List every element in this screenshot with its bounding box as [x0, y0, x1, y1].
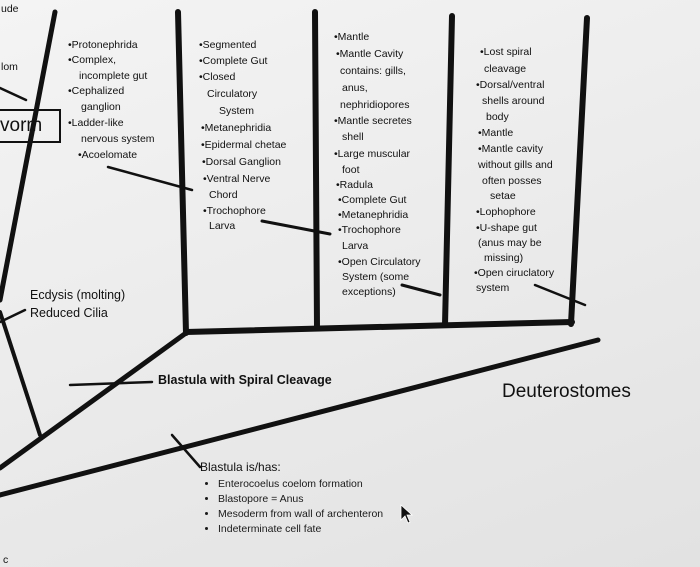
trait: Larva — [342, 240, 369, 252]
trait: System (some — [342, 271, 410, 283]
trait: •Ventral Nerve — [203, 173, 271, 185]
reduced-cilia-label: Reduced Cilia — [30, 306, 108, 320]
trait: ganglion — [81, 101, 121, 113]
trait: Chord — [209, 189, 238, 201]
worm-label: vorm — [0, 115, 43, 136]
trait: Circulatory — [207, 88, 258, 100]
trait: •Open Circulatory — [338, 256, 421, 268]
blastula-has-items: Enterocoelus coelom formation Blastopore… — [200, 477, 383, 537]
branch-vertical-mantle — [312, 9, 320, 331]
blastula-has-title: Blastula is/has: — [200, 460, 281, 474]
trait: •Acoelomate — [78, 149, 138, 161]
trait: shell — [342, 131, 364, 143]
trait: •Complete Gut — [199, 55, 268, 67]
branch-horizontal-base — [183, 319, 575, 335]
deuterostomes-label: Deuterostomes — [502, 381, 631, 402]
trait: body — [486, 111, 509, 123]
worm-box — [0, 109, 61, 143]
trait: •Cephalized — [68, 85, 125, 97]
trait: cleavage — [484, 63, 527, 75]
trait: shells around — [482, 95, 545, 107]
list-item: Blastopore = Anus — [218, 492, 383, 507]
trait: •Mantle cavity — [478, 143, 543, 155]
trait: System — [219, 105, 255, 117]
trait: •Lophophore — [476, 206, 536, 218]
trait: •Ladder-like — [68, 117, 124, 129]
trait: •Open ciruclatory — [474, 267, 555, 279]
mouse-pointer-icon — [400, 504, 414, 524]
trait: exceptions) — [342, 286, 396, 298]
marker-exceptions — [400, 283, 442, 297]
marker-lophophore — [533, 283, 587, 307]
trait: nephridiopores — [340, 99, 410, 111]
trait: •Dorsal Ganglion — [202, 156, 281, 168]
trait: incomplete gut — [79, 70, 148, 82]
trait: •Lost spiral — [480, 46, 532, 58]
trait: •Metanephridia — [201, 122, 272, 134]
trait: •Complete Gut — [338, 194, 407, 206]
trait: •Large muscular — [334, 148, 411, 160]
blastula-has-list: Blastula is/has: Enterocoelus coelom for… — [200, 459, 383, 537]
trait: •Trochophore — [338, 224, 401, 236]
trait: •Mantle Cavity — [336, 48, 404, 60]
trait: •Trochophore — [203, 205, 266, 217]
trait: •Metanephridia — [338, 209, 409, 221]
list-item: Enterocoelus coelom formation — [218, 477, 383, 492]
branch-main-diagonal — [0, 330, 189, 471]
branch-vertical-right — [568, 15, 590, 327]
edge-text-lom: lom — [1, 61, 18, 73]
trait: •Segmented — [199, 39, 257, 51]
trait: •Mantle — [334, 31, 370, 43]
trait: foot — [342, 164, 360, 176]
trait: •Complex, — [68, 54, 117, 66]
trait: without gills and — [478, 159, 553, 171]
spiral-cleavage-label: Blastula with Spiral Cleavage — [158, 373, 332, 387]
marker-deuterostome — [170, 433, 202, 469]
trait: missing) — [484, 252, 524, 264]
edge-text-ude: ude — [1, 3, 19, 15]
trait: •Radula — [336, 179, 373, 191]
edge-text-c: c — [3, 554, 9, 566]
marker-trochophore — [260, 219, 332, 236]
branch-deuterostome — [0, 337, 601, 498]
marker-spiral — [68, 380, 154, 387]
trait: •Epidermal chetae — [201, 139, 287, 151]
trait: Larva — [209, 220, 236, 232]
trait: (anus may be — [478, 237, 542, 249]
trait: anus, — [342, 82, 368, 94]
branch-ecdysis-mark — [0, 308, 27, 324]
branch-lower-left — [0, 310, 42, 437]
marker-worm — [0, 86, 28, 102]
trait: •Protonephrida — [68, 39, 138, 51]
trait: •Closed — [199, 71, 236, 83]
branch-vertical-segmented — [175, 9, 189, 336]
trait: system — [476, 282, 510, 294]
trait: •Mantle — [478, 127, 514, 139]
trait: setae — [490, 190, 516, 202]
trait: nervous system — [81, 133, 155, 145]
ecdysis-label: Ecdysis (molting) — [30, 288, 126, 302]
trait: often posses — [482, 175, 542, 187]
trait: contains: gills, — [340, 65, 406, 77]
list-item: Mesoderm from wall of archenteron — [218, 507, 383, 522]
trait: •Dorsal/ventral — [476, 79, 545, 91]
branch-left-main — [0, 9, 58, 303]
list-item: Indeterminate cell fate — [218, 522, 383, 537]
marker-acoelomate — [106, 165, 194, 192]
trait: •Mantle secretes — [334, 115, 412, 127]
trait: •U-shape gut — [476, 222, 537, 234]
branch-vertical-lophophore — [442, 13, 455, 328]
